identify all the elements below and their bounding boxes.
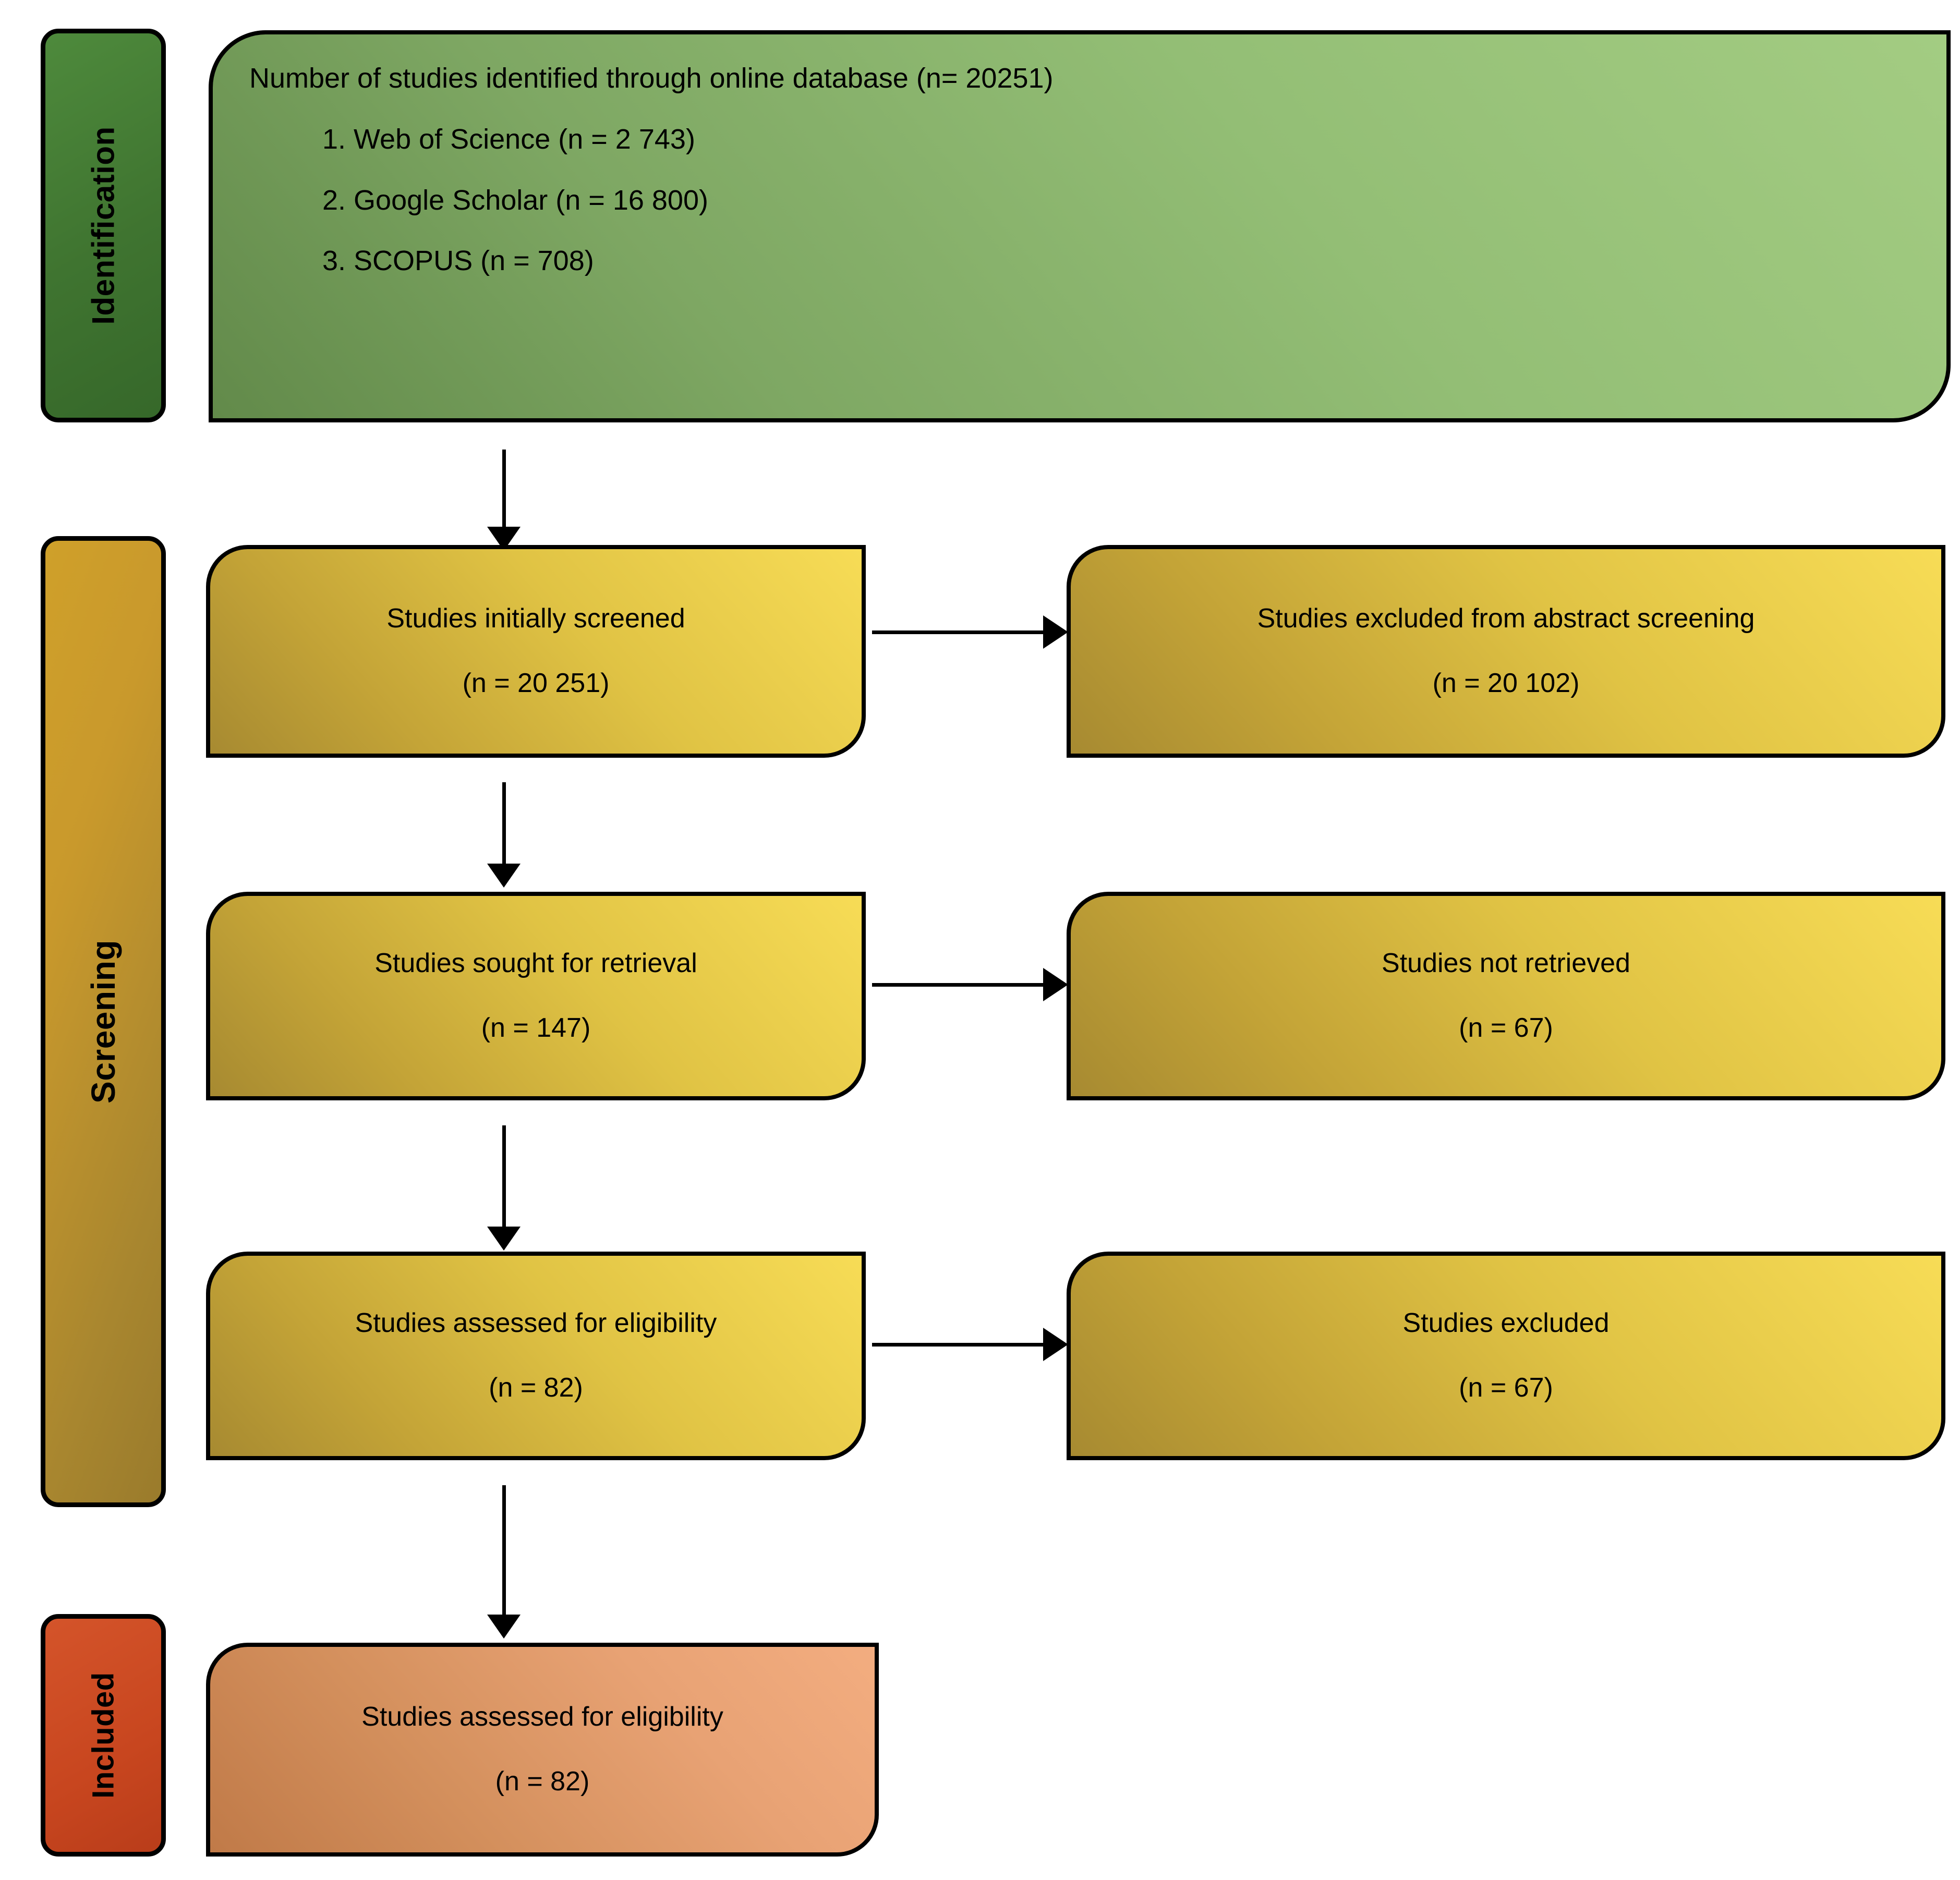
- identification-source-2: 2. Google Scholar (n = 16 800): [322, 184, 708, 216]
- identification-source-3: 3. SCOPUS (n = 708): [322, 245, 594, 277]
- phase-bar-identification: Identification: [41, 29, 166, 422]
- screening-box-right-1: Studies excluded from abstract screening…: [1067, 545, 1945, 758]
- screening-box-left-1: Studies initially screened (n = 20 251): [206, 545, 866, 758]
- screening-box-right-3-count: (n = 67): [1459, 1373, 1553, 1403]
- phase-label-included: Included: [86, 1672, 120, 1799]
- screening-box-left-2-count: (n = 147): [481, 1013, 591, 1043]
- identification-heading: Number of studies identified through onl…: [249, 63, 1054, 94]
- screening-box-left-1-label: Studies initially screened: [386, 603, 685, 634]
- screening-box-left-2-label: Studies sought for retrieval: [374, 948, 697, 979]
- screening-box-left-1-count: (n = 20 251): [462, 668, 610, 698]
- screening-box-right-2: Studies not retrieved (n = 67): [1067, 892, 1945, 1100]
- screening-box-left-2: Studies sought for retrieval (n = 147): [206, 892, 866, 1100]
- phase-label-identification: Identification: [86, 126, 121, 325]
- screening-box-right-1-label: Studies excluded from abstract screening: [1257, 603, 1755, 634]
- phase-bar-included: Included: [41, 1614, 166, 1857]
- included-box-label: Studies assessed for eligibility: [361, 1702, 723, 1732]
- screening-box-left-3: Studies assessed for eligibility (n = 82…: [206, 1252, 866, 1460]
- identification-box: Number of studies identified through onl…: [209, 30, 1951, 422]
- screening-box-right-2-count: (n = 67): [1459, 1013, 1553, 1043]
- screening-box-right-2-label: Studies not retrieved: [1382, 948, 1630, 979]
- included-box-count: (n = 82): [495, 1766, 590, 1797]
- screening-box-left-3-count: (n = 82): [489, 1373, 583, 1403]
- screening-box-right-1-count: (n = 20 102): [1432, 668, 1580, 698]
- phase-label-screening: Screening: [84, 940, 122, 1103]
- included-box: Studies assessed for eligibility (n = 82…: [206, 1643, 879, 1857]
- screening-box-right-3: Studies excluded (n = 67): [1067, 1252, 1945, 1460]
- screening-box-right-3-label: Studies excluded: [1402, 1308, 1610, 1339]
- screening-box-left-3-label: Studies assessed for eligibility: [355, 1308, 717, 1339]
- identification-source-1: 1. Web of Science (n = 2 743): [322, 123, 695, 155]
- phase-bar-screening: Screening: [41, 536, 166, 1507]
